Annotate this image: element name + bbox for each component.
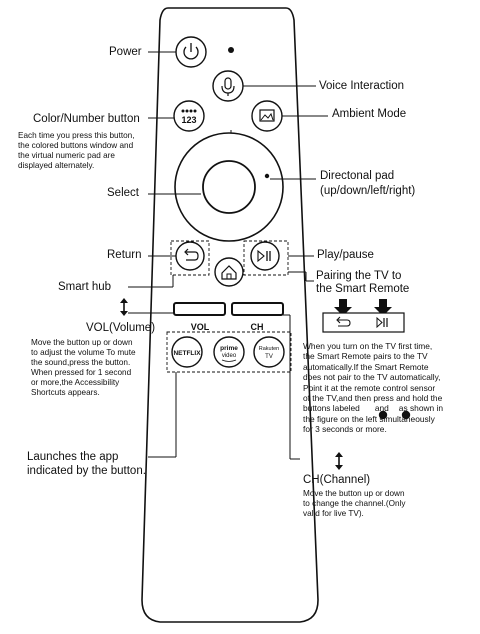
color-number-button[interactable] <box>173 100 205 132</box>
power-label: Power <box>109 46 142 58</box>
select-button[interactable] <box>202 160 256 214</box>
smart-hub-button[interactable] <box>214 257 244 287</box>
vol-label: VOL(Volume) <box>86 322 156 334</box>
channel-description: Move the button up or down to change the… <box>303 489 406 518</box>
ch-rocker[interactable] <box>231 302 284 316</box>
voice-button[interactable] <box>212 70 244 102</box>
dpad-right-dot <box>264 173 270 179</box>
select-label: Select <box>107 187 139 199</box>
smart-hub-label: Smart hub <box>58 281 112 293</box>
ch-updown-arrow-icon <box>335 452 343 470</box>
netflix-label: NETFLIX <box>173 350 201 357</box>
prime-video-button[interactable] <box>213 336 245 368</box>
play-pause-label: Play/pause <box>317 249 374 261</box>
number-key-label: 123 <box>181 115 196 125</box>
rakuten-tv-label: TV <box>265 354 273 360</box>
voice-label: Voice Interaction <box>319 80 405 92</box>
vol-key-label: VOL <box>191 322 210 332</box>
ch-key-label: CH <box>251 322 264 332</box>
dpad-label: Directonal pad (up/down/left/right) <box>320 170 416 197</box>
return-dashed-box <box>170 240 210 276</box>
pairing-label: Pairing the TV to the Smart Remote <box>316 270 410 295</box>
netflix-button[interactable] <box>171 336 203 368</box>
pairing-description: When you turn on the TV first time, the … <box>303 341 444 435</box>
color-number-description: Each time you press this button, the col… <box>18 131 135 170</box>
return-button[interactable] <box>175 241 205 271</box>
pairing-illustration <box>322 299 405 333</box>
ambient-label: Ambient Mode <box>332 108 407 120</box>
return-label: Return <box>107 249 142 261</box>
ambient-button[interactable] <box>251 100 283 132</box>
play-inline-icon <box>401 410 411 420</box>
vol-updown-arrow-icon <box>120 298 128 316</box>
play-pause-button[interactable] <box>250 241 280 271</box>
vol-description: Move the button up or down to adjust the… <box>31 338 136 397</box>
video-label: video <box>222 353 237 359</box>
rakuten-label: Rakuten <box>259 346 280 352</box>
color-number-label: Color/Number button <box>33 113 140 125</box>
rakuten-button[interactable] <box>253 336 285 368</box>
power-button[interactable] <box>175 36 207 68</box>
return-inline-icon <box>378 410 388 420</box>
launch-app-label: Launches the app indicated by the button… <box>27 451 146 477</box>
play-dashed-box <box>243 240 289 276</box>
apps-dashed-box <box>166 331 292 373</box>
vol-rocker[interactable] <box>173 302 226 316</box>
sensor-dot <box>228 47 234 53</box>
channel-label: CH(Channel) <box>303 474 371 486</box>
prime-label: prime <box>220 345 238 352</box>
